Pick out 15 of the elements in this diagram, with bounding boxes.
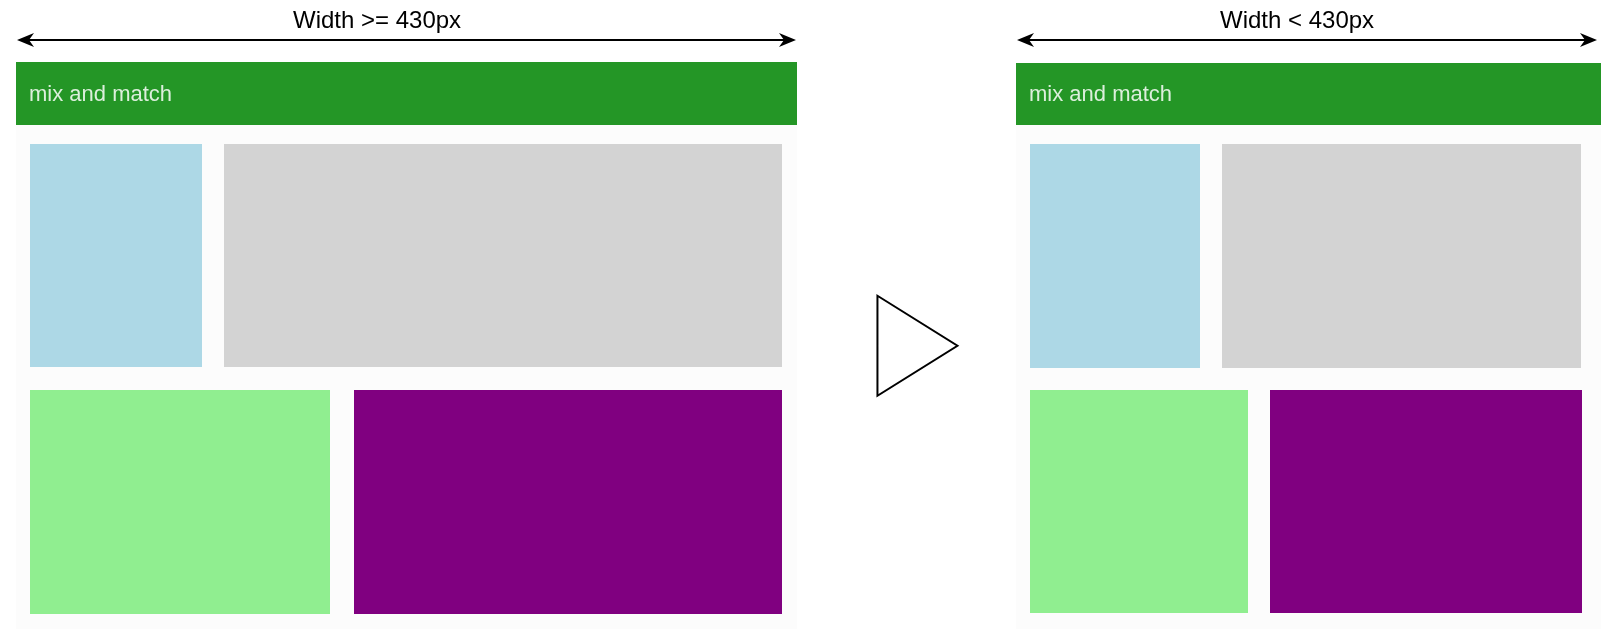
content-block <box>1270 390 1582 613</box>
header-title: mix and match <box>1029 83 1173 105</box>
triangle-arrow <box>876 293 960 398</box>
content-block <box>224 144 782 367</box>
content-block <box>1030 144 1200 368</box>
header-title: mix and match <box>29 82 173 105</box>
header-bar <box>16 62 797 125</box>
content-block <box>30 390 330 614</box>
content-block <box>1222 144 1581 368</box>
dimension-label: Width >= 430px <box>293 8 462 32</box>
dimension-label: Width < 430px <box>1220 8 1375 32</box>
header-bar <box>1016 63 1601 125</box>
content-block <box>30 144 202 367</box>
content-block <box>354 390 782 614</box>
content-block <box>1030 390 1248 613</box>
